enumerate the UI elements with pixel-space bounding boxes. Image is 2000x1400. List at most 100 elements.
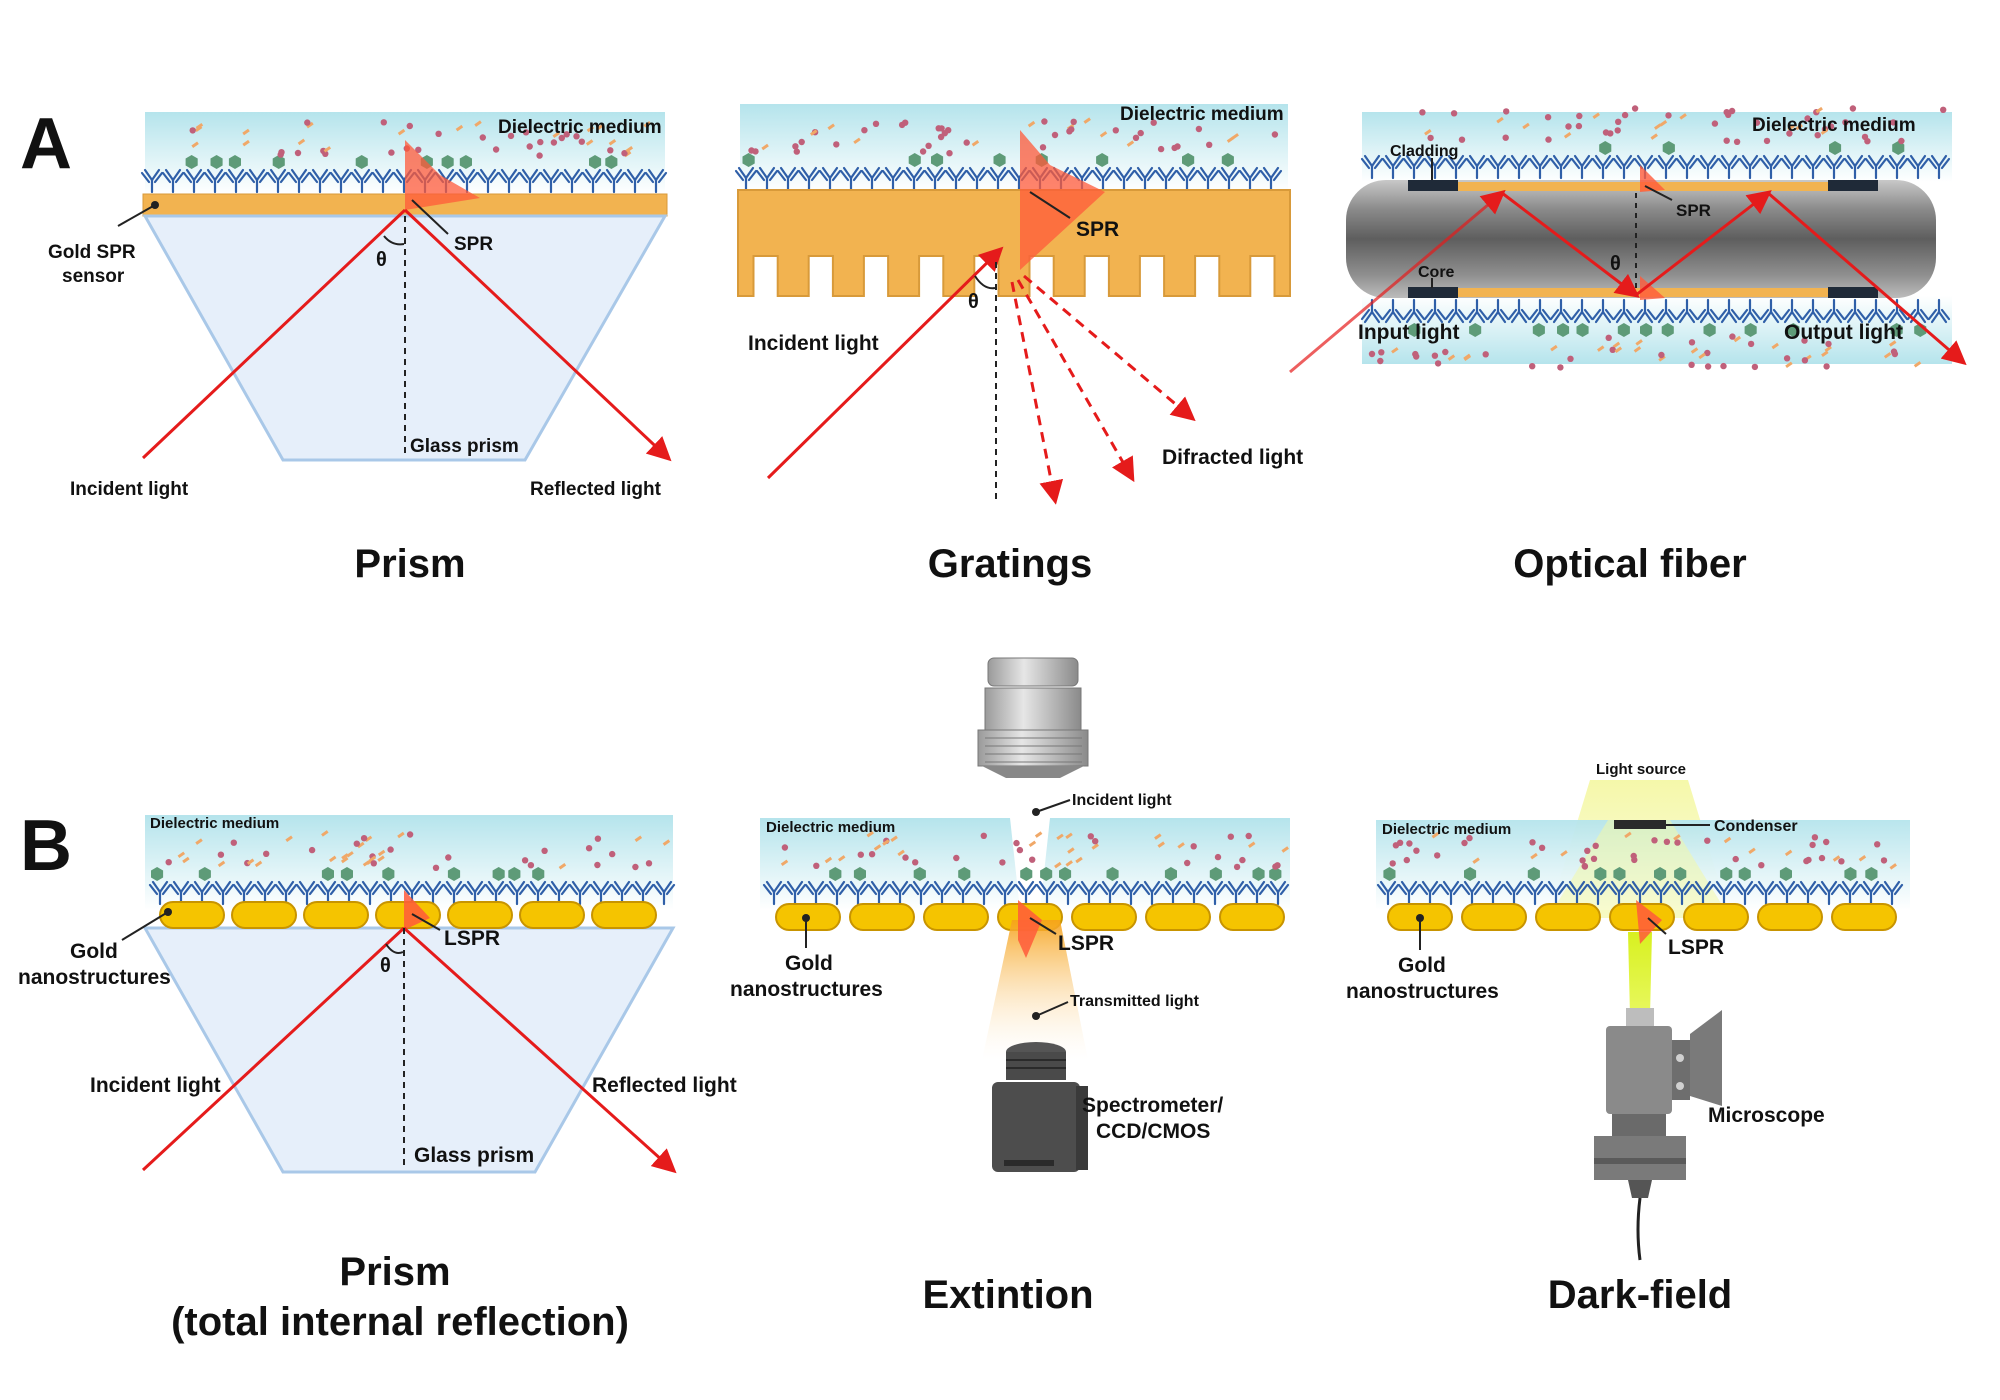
objective-lens <box>977 657 1089 778</box>
antigen-icon <box>993 153 1006 167</box>
antibody-icon <box>1691 880 1715 906</box>
gold-label-2: nanostructures <box>1346 980 1499 1003</box>
antibody-icon <box>1360 154 1384 180</box>
panel-title-line-2: (total internal reflection) <box>171 1300 629 1344</box>
antibody-icon <box>1238 166 1262 192</box>
gold-nanoparticle <box>231 901 297 929</box>
analyte-dot <box>792 143 799 150</box>
antibody-icon <box>867 880 891 906</box>
analyte-dot <box>1864 138 1871 145</box>
antigen-icon <box>441 155 454 169</box>
analyte-dash <box>1679 113 1687 120</box>
analyte-dot <box>1150 119 1157 126</box>
antibody-icon <box>1628 880 1652 906</box>
dielectric-label: Dielectric medium <box>150 815 279 832</box>
antibody-icon <box>631 880 655 906</box>
gold-nanoparticle <box>1145 903 1211 931</box>
analyte-dot <box>1631 105 1639 112</box>
antibody-icon <box>1549 298 1573 324</box>
antibody-icon <box>734 166 758 192</box>
analyte-dot <box>1630 852 1637 860</box>
analyte-dot <box>1763 137 1771 145</box>
analyte-dash <box>321 830 329 837</box>
analyte-dash <box>1883 352 1892 359</box>
analyte-dash <box>1091 843 1099 850</box>
analyte-dot <box>1245 832 1252 840</box>
analyte-dot <box>594 861 601 869</box>
analyte-dot <box>1801 357 1809 364</box>
gold-nanoparticle <box>1535 903 1601 931</box>
antibody-icon <box>909 880 933 906</box>
analyte-dot <box>1880 857 1888 864</box>
analyte-dot <box>406 831 414 838</box>
antibody-icon <box>1738 298 1762 324</box>
analyte-dot <box>432 864 440 871</box>
analyte-dash <box>306 121 314 129</box>
analyte-dash <box>397 128 406 136</box>
antibody-icon <box>1843 298 1867 324</box>
antibody-icon <box>1217 166 1241 192</box>
analyte-dash <box>1698 352 1706 360</box>
antibody-icon <box>1091 166 1115 192</box>
analyte-dot <box>1801 337 1808 344</box>
antibody-icon <box>1612 298 1636 324</box>
antibody-icon <box>1654 154 1678 180</box>
antibody-icon <box>295 880 319 906</box>
reflected-light-label: Reflected light <box>530 479 662 500</box>
analyte-dot <box>406 122 413 130</box>
antibody-icon <box>1633 298 1657 324</box>
theta-arc <box>383 235 405 246</box>
panel-letter-a: A <box>20 104 72 184</box>
spr-glow-bottom <box>1640 276 1665 300</box>
antibody-icon <box>1161 880 1185 906</box>
analyte-dot <box>1051 131 1059 139</box>
incident-leader <box>1035 799 1071 813</box>
analyte-dot <box>621 150 628 157</box>
panel-a-gratings: θ Dielectric medium SPR Incident light D… <box>734 104 1303 586</box>
antigen-icon <box>1738 867 1751 881</box>
analyte-dot <box>435 130 442 137</box>
analyte-dot <box>263 850 270 857</box>
antibody-icon <box>1360 298 1384 324</box>
analyte-dot <box>935 125 942 132</box>
analyte-dot <box>898 121 906 129</box>
analyte-dot <box>1041 118 1048 125</box>
analyte-dot <box>1825 340 1832 348</box>
analyte-dot <box>479 134 486 141</box>
antigen-icon <box>1844 867 1857 881</box>
antibody-icon <box>1423 154 1447 180</box>
analyte-dash <box>1815 106 1823 114</box>
analyte-dot <box>999 859 1006 866</box>
analyte-dot <box>1502 134 1509 141</box>
antibody-icon <box>1203 880 1227 906</box>
analyte-dot <box>1704 837 1711 844</box>
analyte-dash <box>827 123 835 130</box>
analyte-dash <box>643 120 651 128</box>
theta-arc <box>385 943 404 954</box>
antibody-icon <box>1696 298 1720 324</box>
antibody-icon <box>1712 880 1736 906</box>
antibody-icon <box>1423 298 1447 324</box>
analyte-dash <box>625 145 634 153</box>
antibody-icon <box>1444 154 1468 180</box>
analyte-dash <box>1771 342 1779 350</box>
analyte-dot <box>609 850 616 858</box>
antigen-icon <box>1252 867 1265 881</box>
antigen-icon <box>459 155 472 169</box>
dielectric-medium-top <box>1362 112 1952 182</box>
analyte-dot <box>781 844 789 851</box>
antibody-icon <box>266 168 290 194</box>
analyte-dot <box>1171 144 1178 152</box>
antibody-icon <box>1759 154 1783 180</box>
analyte-dash <box>323 146 332 153</box>
analyte-dot <box>387 846 394 853</box>
analyte-dot <box>1940 106 1947 114</box>
antibody-icon <box>1119 880 1143 906</box>
analyte-dash <box>882 839 890 846</box>
lspr-label: LSPR <box>444 927 500 950</box>
antibody-icon <box>518 168 542 194</box>
antigen-icon <box>1182 153 1195 167</box>
analyte-dash <box>1391 347 1399 354</box>
analyte-dash <box>1858 854 1867 862</box>
analyte-dot <box>541 847 548 854</box>
